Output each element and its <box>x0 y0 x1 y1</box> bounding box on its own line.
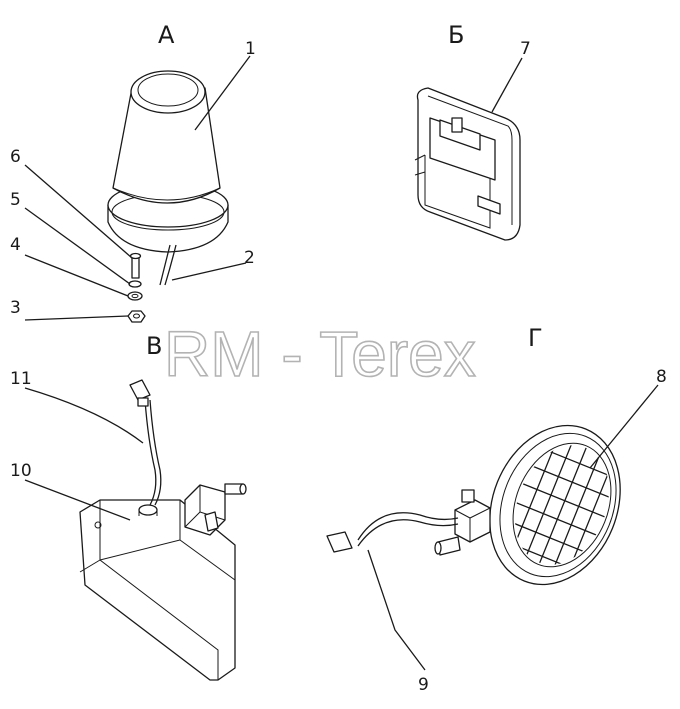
round-lamp-mount <box>454 499 491 543</box>
section-label-a: А <box>158 21 175 49</box>
work-lamp-assembly <box>79 379 247 681</box>
work-lamp-housing <box>79 499 236 681</box>
work-lamp-bracket <box>184 484 226 536</box>
leader-lines <box>24 55 659 671</box>
round-lamp-assembly <box>326 424 627 586</box>
section-label-b: Б <box>448 21 464 49</box>
round-lamp-connector <box>326 531 353 553</box>
section-label-g: Г <box>528 324 543 352</box>
callout-7: 7 <box>520 39 531 59</box>
callout-5: 5 <box>10 190 21 210</box>
washer-4 <box>127 291 143 301</box>
screw <box>131 255 140 279</box>
callout-8: 8 <box>656 367 667 387</box>
callout-4: 4 <box>10 235 21 255</box>
callout-10: 10 <box>10 461 32 481</box>
washer-5 <box>128 280 142 288</box>
callout-9: 9 <box>418 675 429 695</box>
nut <box>127 310 146 323</box>
callout-3: 3 <box>10 298 21 318</box>
marker-lamp-assembly <box>414 87 521 241</box>
work-lamp-connector <box>129 379 151 401</box>
callout-1: 1 <box>245 39 256 59</box>
watermark-text: RM - Terex <box>164 318 476 390</box>
beacon-dome-top <box>130 70 206 114</box>
beacon-lamp-assembly <box>107 70 229 323</box>
section-label-v: В <box>146 332 162 360</box>
callout-2: 2 <box>244 248 255 268</box>
callout-6: 6 <box>10 147 21 167</box>
callout-11: 11 <box>10 369 32 389</box>
